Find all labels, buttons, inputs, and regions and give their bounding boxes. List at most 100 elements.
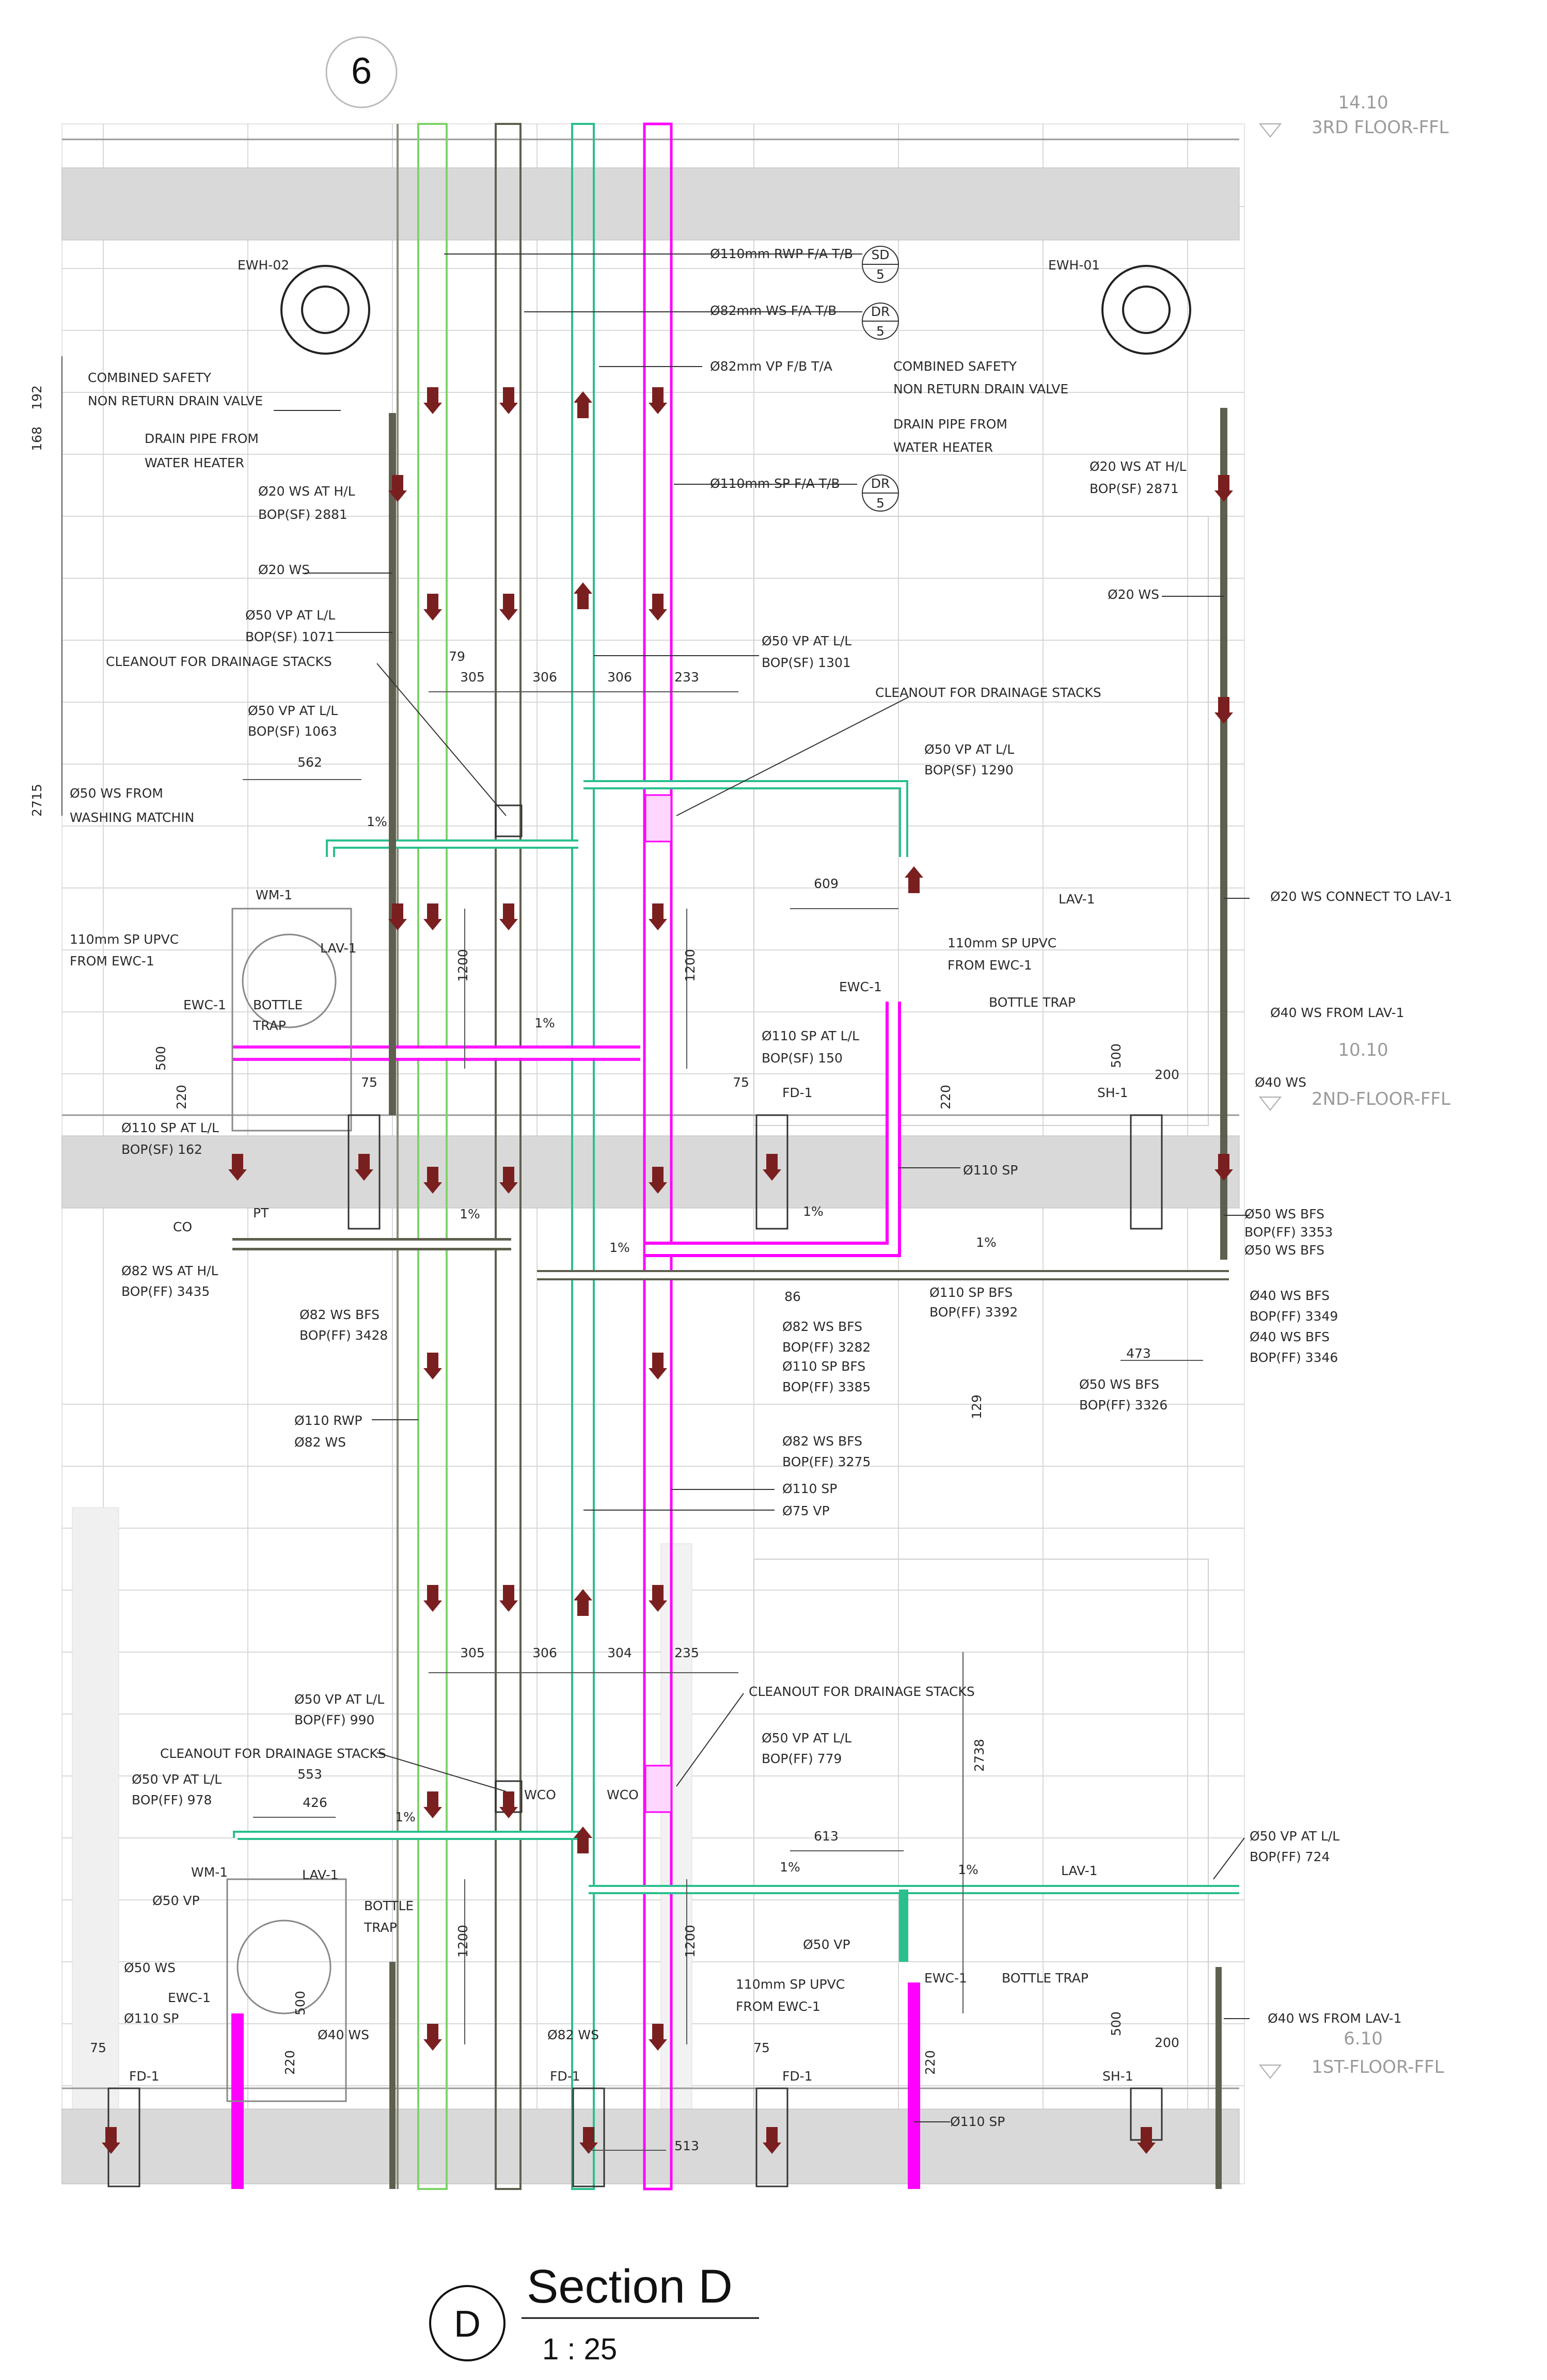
label-upper-28: BOP(SF) 2871	[1090, 481, 1179, 496]
dimension-33: 426	[303, 1795, 327, 1810]
water-heater-left	[280, 265, 370, 355]
flow-arrow-26	[388, 903, 407, 930]
flow-arrow-20	[649, 903, 667, 930]
dimension-15: 75	[361, 1075, 377, 1090]
label-lower-17: Ø82 WS	[547, 2027, 599, 2042]
dimension-43: 75	[90, 2040, 106, 2055]
section-letter: D	[454, 2304, 481, 2345]
label-lower-9: TRAP	[364, 1920, 397, 1935]
label-middle-17: BOP(FF) 3349	[1250, 1309, 1338, 1324]
label-lower-2: CLEANOUT FOR DRAINAGE STACKS	[160, 1746, 386, 1761]
flow-arrow-6	[423, 1791, 442, 1818]
label-lower-30: Ø40 WS FROM LAV-1	[1268, 2011, 1402, 2026]
label-upper-37: 110mm SP UPVC	[948, 935, 1056, 950]
label-lower-15: WCO	[524, 1787, 556, 1802]
cleanout-upper-right	[644, 794, 672, 843]
dimension-46: 220	[923, 2050, 938, 2075]
label-middle-16: Ø40 WS BFS	[1250, 1288, 1330, 1303]
flow-arrow-2	[423, 903, 442, 930]
flow-arrow-18	[649, 387, 667, 414]
label-upper-45: SH-1	[1097, 1085, 1128, 1100]
label-lower-19: CLEANOUT FOR DRAINAGE STACKS	[749, 1684, 975, 1699]
label-middle-26: Ø110 SP	[782, 1481, 837, 1496]
dimension-8: 562	[297, 755, 322, 770]
pipe-tag-1-code: SD	[871, 247, 889, 262]
label-middle-25: BOP(FF) 3275	[782, 1454, 871, 1469]
flow-arrow-34	[355, 1154, 373, 1181]
dimension-41: 500	[293, 1991, 308, 2016]
dimension-29: 306	[532, 1645, 557, 1660]
level-markers: 14.10 3RD FLOOR-FFL 10.10 2ND-FLOOR-FFL …	[1258, 92, 1450, 2079]
dimension-32: 553	[297, 1767, 322, 1782]
label-middle-8: BOP(FF) 3353	[1244, 1225, 1333, 1240]
dimension-1: 168	[29, 426, 44, 451]
label-upper-23: COMBINED SAFETY	[893, 359, 1017, 374]
dimension-31: 235	[674, 1645, 699, 1660]
dimension-44: 75	[753, 2040, 770, 2055]
dimension-20: 200	[1155, 1067, 1179, 1082]
pipe-tag-2-code: DR	[871, 304, 890, 319]
section-name: Section D	[527, 2260, 733, 2313]
flow-arrow-0	[423, 387, 442, 414]
level-3-name: 3RD FLOOR-FFL	[1312, 117, 1449, 138]
label-lower-27: FROM EWC-1	[736, 1999, 820, 2014]
flow-arrow-30	[102, 2127, 120, 2154]
label-middle-14: Ø110 SP BFS	[782, 1359, 865, 1374]
label-lower-31: SH-1	[1102, 2069, 1133, 2084]
dimension-21: 1%	[460, 1207, 480, 1221]
flow-arrow-24	[649, 2024, 667, 2051]
dimension-19: 500	[1109, 1043, 1124, 1068]
label-middle-18: Ø40 WS BFS	[1250, 1329, 1330, 1344]
grid-bubble: 6	[325, 36, 398, 108]
label-upper-1: NON RETURN DRAIN VALVE	[88, 393, 263, 408]
level-1-value: 6.10	[1344, 2028, 1383, 2049]
label-upper-31: BOP(SF) 1301	[762, 655, 851, 670]
label-lower-5: WM-1	[191, 1865, 228, 1880]
label-middle-2: Ø82 WS AT H/L	[121, 1263, 218, 1278]
label-upper-46: Ø40 WS	[1255, 1075, 1306, 1090]
dimension-34: 1%	[395, 1810, 416, 1824]
label-upper-10: Ø50 VP AT L/L	[248, 703, 338, 718]
flow-arrow-4	[423, 1353, 442, 1379]
vertical-stacks	[397, 122, 673, 2191]
label-upper-7: Ø50 VP AT L/L	[245, 608, 335, 623]
label-upper-12: Ø50 WS FROM	[70, 786, 163, 801]
label-middle-15: BOP(FF) 3385	[782, 1379, 871, 1394]
pipe-tag-2-sheet: 5	[876, 324, 885, 339]
label-upper-24: NON RETURN DRAIN VALVE	[893, 382, 1068, 396]
label-upper-33: Ø50 VP AT L/L	[924, 742, 1014, 757]
level-3-value: 14.10	[1338, 92, 1388, 113]
dimension-39: 1200	[455, 1925, 470, 1958]
label-upper-17: LAV-1	[320, 941, 357, 956]
label-upper-20: TRAP	[252, 1018, 286, 1033]
label-middle-22: Ø110 RWP	[294, 1413, 362, 1428]
dimension-13: 500	[153, 1046, 168, 1071]
flow-arrow-27	[1214, 475, 1233, 502]
dimension-lines	[61, 356, 1203, 2151]
label-lower-8: BOTTLE	[364, 1898, 414, 1913]
washing-machine-lower	[226, 1878, 347, 2102]
label-upper-26: WATER HEATER	[893, 440, 993, 455]
label-middle-19: BOP(FF) 3346	[1250, 1350, 1338, 1365]
dimension-35: 613	[814, 1829, 839, 1844]
cleanout-upper-left	[495, 804, 523, 837]
dimension-12: 1200	[683, 949, 698, 982]
dimension-47: 500	[1109, 2011, 1124, 2036]
floor-drain-1	[348, 1114, 381, 1230]
fixtures	[107, 265, 1191, 2187]
grid-bubble-label: 6	[351, 51, 372, 92]
dimension-27: 129	[969, 1394, 984, 1419]
pipe-tag-1: Ø110mm RWP F/A T/B	[710, 246, 853, 261]
label-lower-22: Ø50 VP AT L/L	[1250, 1829, 1339, 1844]
label-upper-44: FD-1	[782, 1085, 813, 1100]
heater-tags: EWH-02 EWH-01	[238, 258, 1100, 273]
label-upper-43: BOP(SF) 150	[762, 1051, 843, 1066]
dimension-2: 2715	[29, 784, 44, 817]
flow-arrow-13	[499, 1791, 518, 1818]
pipe-tags: Ø110mm RWP F/A T/B SD 5 Ø82mm WS F/A T/B…	[710, 246, 899, 512]
level-2-name: 2ND-FLOOR-FFL	[1312, 1089, 1450, 1109]
label-upper-8: BOP(SF) 1071	[245, 629, 335, 644]
label-upper-22: BOP(SF) 162	[121, 1142, 202, 1157]
label-middle-1: PT	[253, 1205, 269, 1220]
